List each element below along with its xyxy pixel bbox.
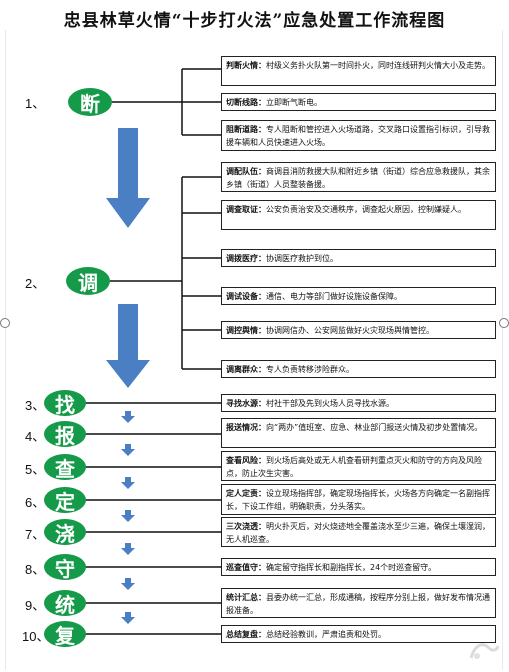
box-cut-lines: 切断线路：立即断气断电。 <box>221 93 496 111</box>
box-evacuate: 调离群众：专人负责转移涉险群众。 <box>221 360 496 378</box>
step-bubble-7: 浇 <box>44 519 86 546</box>
box-text: 村社干部及先到火场人员寻找水源。 <box>266 399 394 408</box>
step-number-9: 9、 <box>25 598 46 613</box>
box-review: 总结复盘：总结经验教训，严肃追责和处罚。 <box>221 625 496 643</box>
box-text: 协调医疗救护到位。 <box>266 254 338 263</box>
box-check-risk: 查看风险：到火场后高处或无人机查看研判重点灭火和防守的方向及风险点，防止次生灾害… <box>221 451 496 481</box>
box-assign-duty: 定人定责：设立现场指挥部，确定现场指挥长，火场各方向确定一名副指挥长，下设工作组… <box>221 484 496 515</box>
page-title: 忠县林草火情“十步打火法”应急处置工作流程图 <box>63 11 446 31</box>
step-bubble-8: 守 <box>44 554 86 581</box>
step-number-10: 10、 <box>22 629 50 644</box>
box-investigate: 调查取证：公安负责治安及交通秩序，调查起火原因，控制嫌疑人。 <box>221 200 496 230</box>
step-bubble-2: 调 <box>66 267 110 295</box>
box-equipment: 调试设备：通信、电力等部门做好设施设备保障。 <box>221 287 496 305</box>
box-key: 寻找水源： <box>226 399 266 408</box>
box-key: 查看风险： <box>226 456 266 465</box>
box-key: 调查取证： <box>226 205 266 214</box>
box-text: 设立现场指挥部，确定现场指挥长，火场各方向确定一名副指挥长，下设工作组，明确职责… <box>226 489 490 511</box>
box-text: 明火扑灭后，对火烧迹地全覆盖浇水至少三遍，确保土壤湿润，无人机巡查。 <box>226 522 490 544</box>
box-report: 报送情况：向“两办”值班室、应急、林业部门报送火情及初步处置情况。 <box>221 418 496 448</box>
step-number-5: 5、 <box>25 462 46 477</box>
box-block-roads: 阻断道路：专人阻断和管控进入火场道路，交叉路口设置指引标识，引导救援车辆和人员快… <box>221 120 496 151</box>
step-number-4: 4、 <box>25 429 46 444</box>
step-bubble-1: 断 <box>68 88 112 116</box>
box-text: 协调网信办、公安网监做好火灾现场舆情管控。 <box>266 326 434 335</box>
step-bubble-9: 统 <box>44 590 86 617</box>
frame-right-border <box>502 30 503 670</box>
resize-handle-left[interactable] <box>0 318 10 328</box>
box-text: 县委办统一汇总，形成通稿，按程序分别上报，做好发布情况通报准备。 <box>226 593 490 615</box>
box-triple-soak: 三次浇透：明火扑灭后，对火烧迹地全覆盖浇水至少三遍，确保土壤湿润，无人机巡查。 <box>221 517 496 547</box>
watermark-logo-icon <box>469 643 500 659</box>
box-text: 专人负责转移涉险群众。 <box>266 365 354 374</box>
step-bubble-6: 定 <box>44 487 86 514</box>
box-key: 三次浇透： <box>226 522 266 531</box>
step-bubble-5: 查 <box>44 454 86 481</box>
box-text: 到火场后高处或无人机查看研判重点灭火和防守的方向及风险点，防止次生灾害。 <box>226 456 482 478</box>
box-text: 向“两办”值班室、应急、林业部门报送火情及初步处置情况。 <box>266 423 483 432</box>
box-key: 统计汇总： <box>226 593 266 602</box>
step-number-1: 1、 <box>25 96 46 111</box>
box-text: 公安负责治安及交通秩序，调查起火原因，控制嫌疑人。 <box>266 205 466 214</box>
box-key: 调拨医疗： <box>226 254 266 263</box>
box-key: 调配队伍： <box>226 167 266 176</box>
box-public-opinion: 调控舆情：协调网信办、公安网监做好火灾现场舆情管控。 <box>221 321 496 339</box>
box-text: 总结经验教训，严肃追责和处罚。 <box>266 630 386 639</box>
box-key: 报送情况： <box>226 423 266 432</box>
step-number-8: 8、 <box>25 562 46 577</box>
step-number-7: 7、 <box>25 527 46 542</box>
box-medical: 调拨医疗：协调医疗救护到位。 <box>221 249 496 267</box>
box-text: 立即断气断电。 <box>266 98 322 107</box>
step-number-3: 3、 <box>25 398 46 413</box>
box-find-water: 寻找水源：村社干部及先到火场人员寻找水源。 <box>221 394 496 412</box>
box-text: 村级义务扑火队第一时间扑火，同时连线研判火情大小及走势。 <box>266 61 490 70</box>
box-key: 调控舆情： <box>226 326 266 335</box>
box-key: 切断线路： <box>226 98 266 107</box>
box-key: 判断火情： <box>226 61 266 70</box>
box-text: 专人阻断和管控进入火场道路，交叉路口设置指引标识，引导救援车辆和人员快速进入火场… <box>226 125 490 147</box>
frame-left-border <box>5 30 6 670</box>
box-text: 确定留守指挥长和副指挥长，24个时巡查留守。 <box>266 563 437 572</box>
box-key: 调试设备： <box>226 292 266 301</box>
step-bubble-3: 找 <box>44 390 86 417</box>
box-patrol-guard: 巡查值守：确定留守指挥长和副指挥长，24个时巡查留守。 <box>221 558 496 576</box>
box-text: 商调县消防救援大队和附近乡镇（街道）综合应急救援队，其余乡镇（街道）人员整装备援… <box>226 167 490 189</box>
box-dispatch-teams: 调配队伍：商调县消防救援大队和附近乡镇（街道）综合应急救援队，其余乡镇（街道）人… <box>221 162 496 192</box>
box-judge-fire: 判断火情：村级义务扑火队第一时间扑火，同时连线研判火情大小及走势。 <box>221 56 496 86</box>
box-key: 定人定责： <box>226 489 266 498</box>
box-statistics: 统计汇总：县委办统一汇总，形成通稿，按程序分别上报，做好发布情况通报准备。 <box>221 588 496 618</box>
box-key: 巡查值守： <box>226 563 266 572</box>
step-bubble-4: 报 <box>44 421 86 448</box>
step-number-6: 6、 <box>25 495 46 510</box>
box-key: 总结复盘： <box>226 630 266 639</box>
box-key: 阻断道路： <box>226 125 266 134</box>
box-text: 通信、电力等部门做好设施设备保障。 <box>266 292 402 301</box>
box-key: 调离群众： <box>226 365 266 374</box>
step-number-2: 2、 <box>25 276 46 291</box>
step-bubble-10: 复 <box>44 621 86 648</box>
